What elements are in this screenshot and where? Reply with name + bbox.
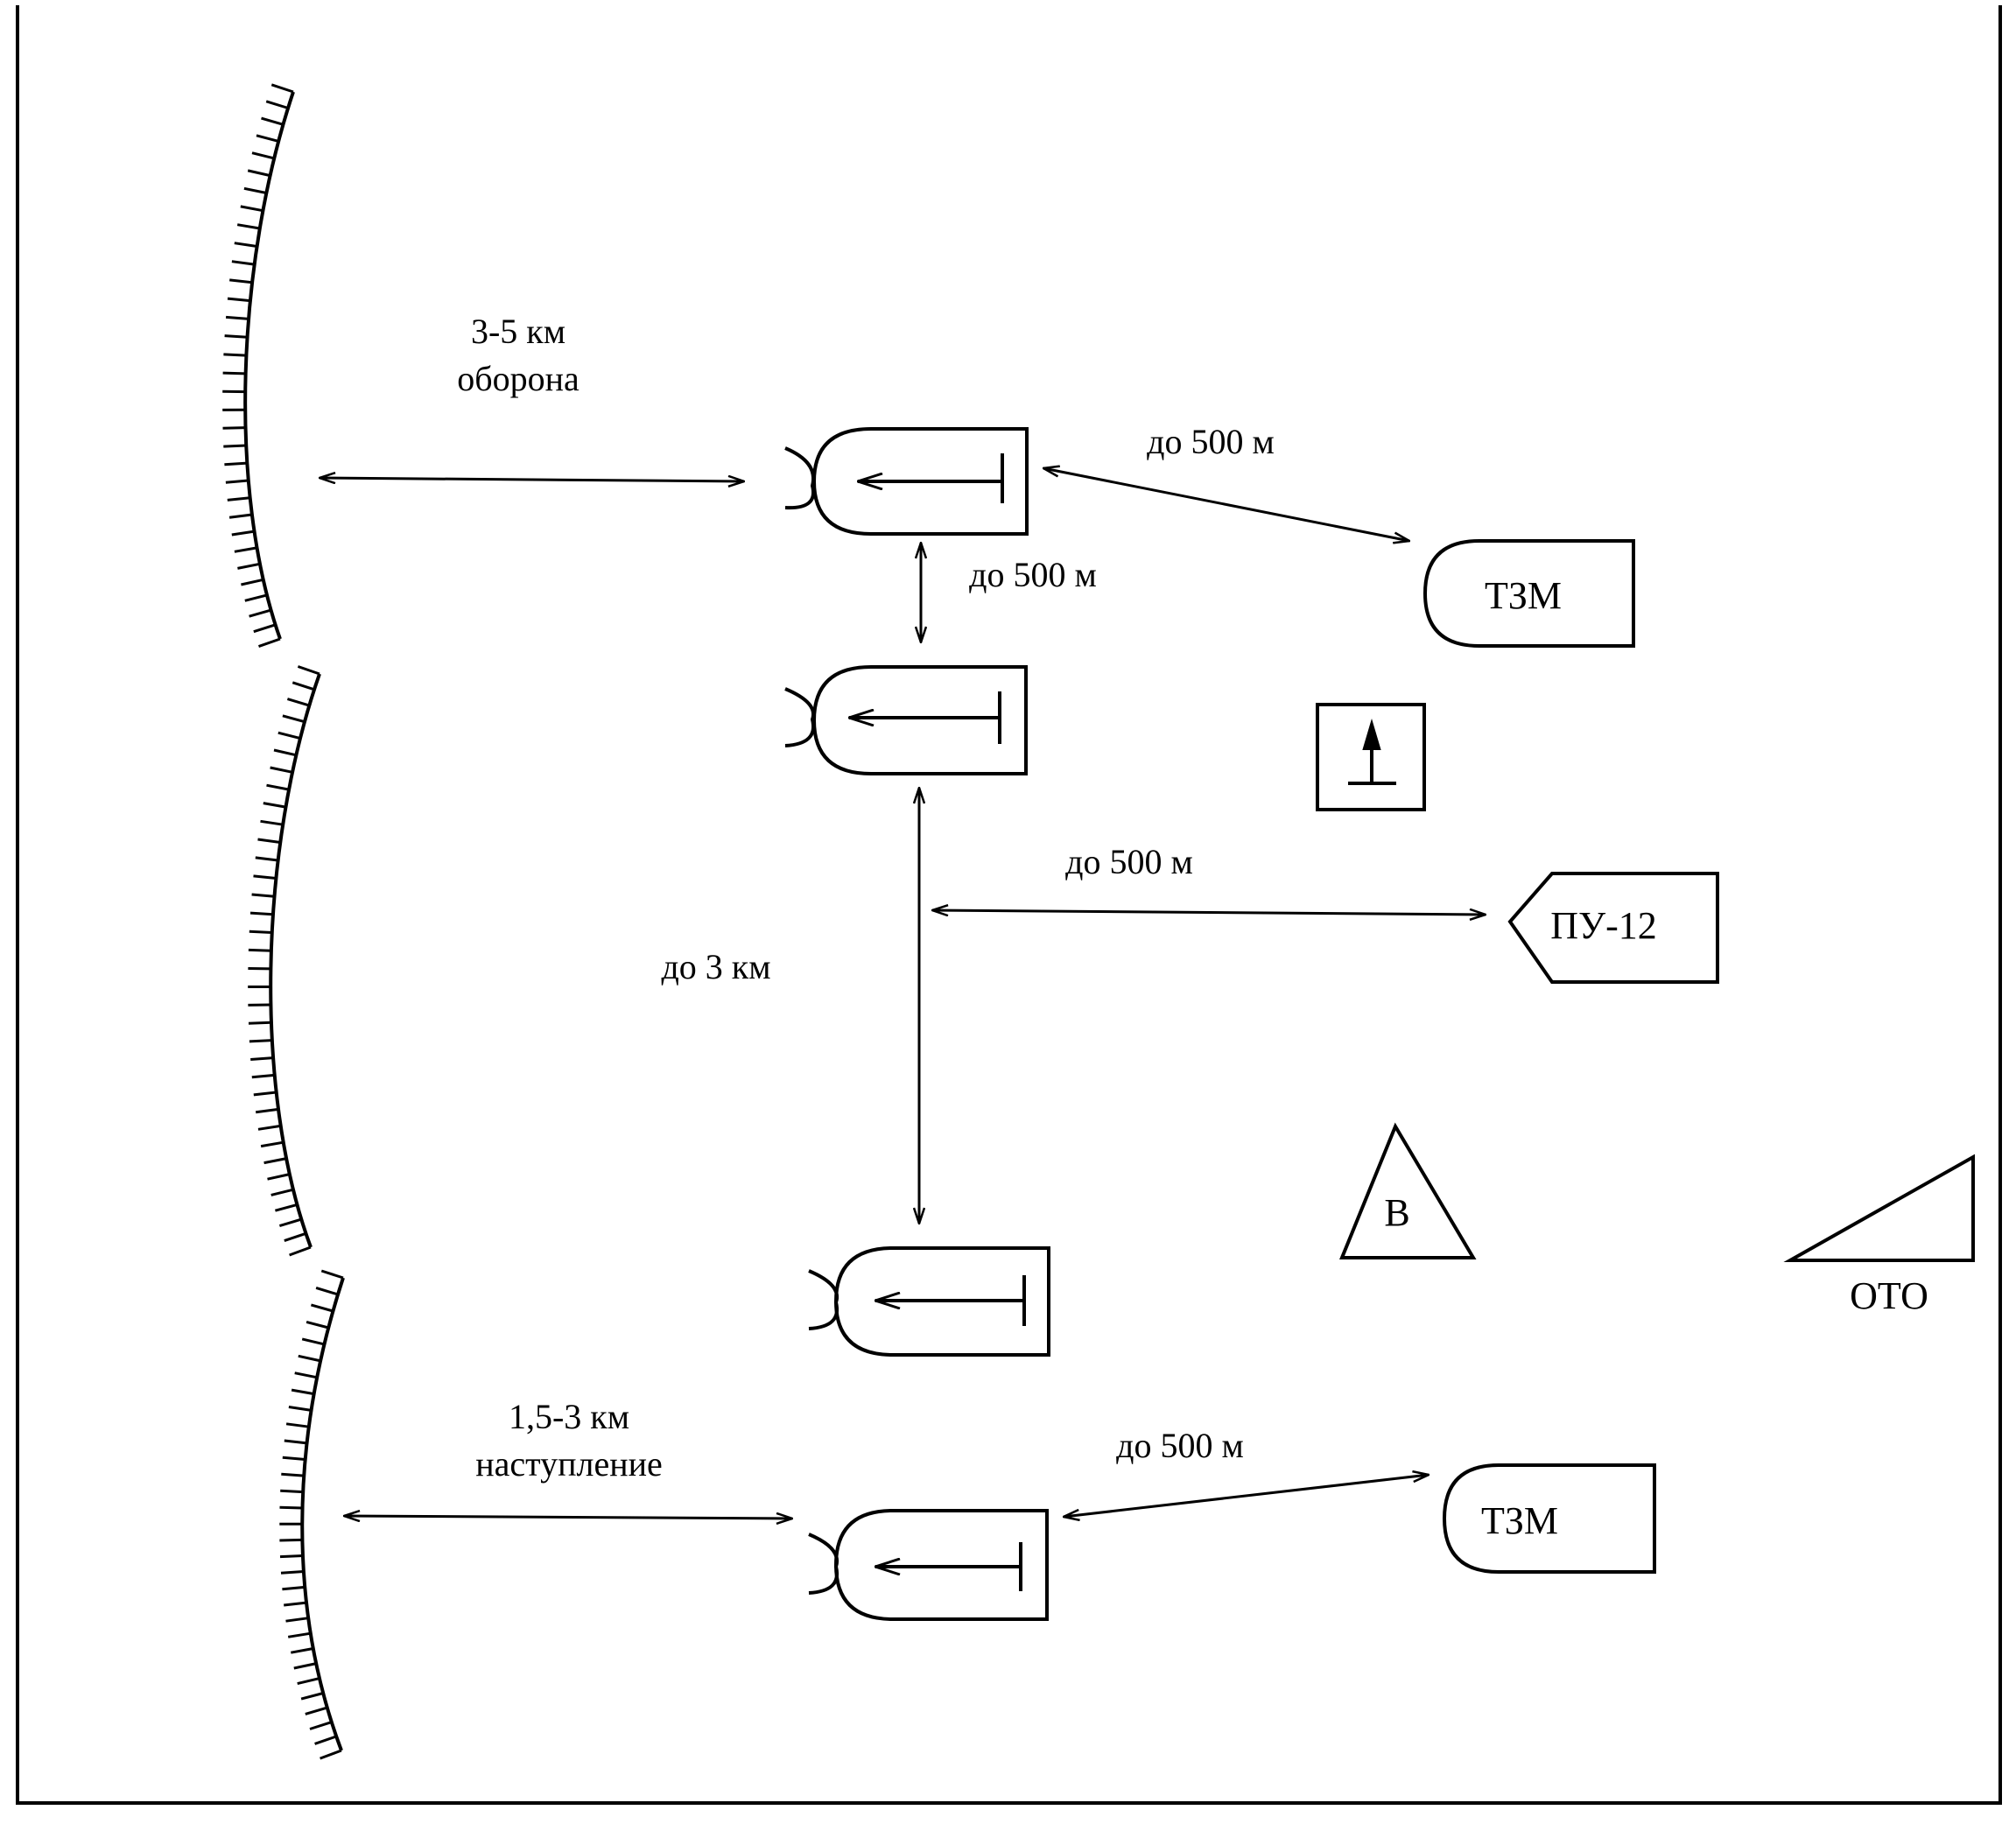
arrow-middle-right <box>932 910 1486 915</box>
v-triangle-label: В <box>1384 1191 1409 1234</box>
distance-arrows <box>320 468 1486 1519</box>
front-line-icon <box>279 1269 345 1760</box>
page-frame <box>16 5 2002 1805</box>
arrow-bottom-right <box>1064 1475 1429 1517</box>
front-line-icon <box>248 665 321 1257</box>
tzm-vehicle-icon <box>1442 1463 1656 1574</box>
arrow-attack <box>344 1516 792 1519</box>
attack-word-label: наступление <box>475 1444 663 1484</box>
launcher-vehicle-icon <box>784 427 1029 536</box>
pu12-label: ПУ-12 <box>1550 904 1657 947</box>
bottom-right-distance-label: до 500 м <box>1116 1426 1244 1465</box>
arrow-defense <box>320 478 744 481</box>
antenna-station-icon <box>1316 703 1426 811</box>
launcher-vehicle-icon <box>808 1246 1050 1357</box>
launcher-vehicle-icon <box>784 665 1028 775</box>
front-line-icon <box>222 83 295 649</box>
command-post-icon <box>1507 872 1719 984</box>
defense-distance-label: 3-5 км <box>471 312 565 351</box>
oto-label: ОТО <box>1850 1274 1928 1317</box>
middle-right-distance-label: до 500 м <box>1065 842 1193 881</box>
oto-triangle-icon <box>1783 1154 1975 1262</box>
between-top-distance-label: до 500 м <box>969 555 1097 594</box>
launcher-vehicle-icon <box>808 1509 1049 1621</box>
attack-distance-label: 1,5-3 км <box>509 1397 629 1436</box>
top-right-distance-label: до 500 м <box>1147 422 1275 461</box>
tzm-top-label: ТЗМ <box>1485 574 1562 617</box>
defense-word-label: оборона <box>457 359 580 398</box>
vertical-distance-label: до 3 км <box>661 947 770 986</box>
arrow-top-right <box>1043 468 1409 541</box>
tzm-vehicle-icon <box>1422 539 1635 648</box>
tzm-bottom-label: ТЗМ <box>1481 1499 1558 1542</box>
triangle-icon <box>1339 1122 1477 1259</box>
